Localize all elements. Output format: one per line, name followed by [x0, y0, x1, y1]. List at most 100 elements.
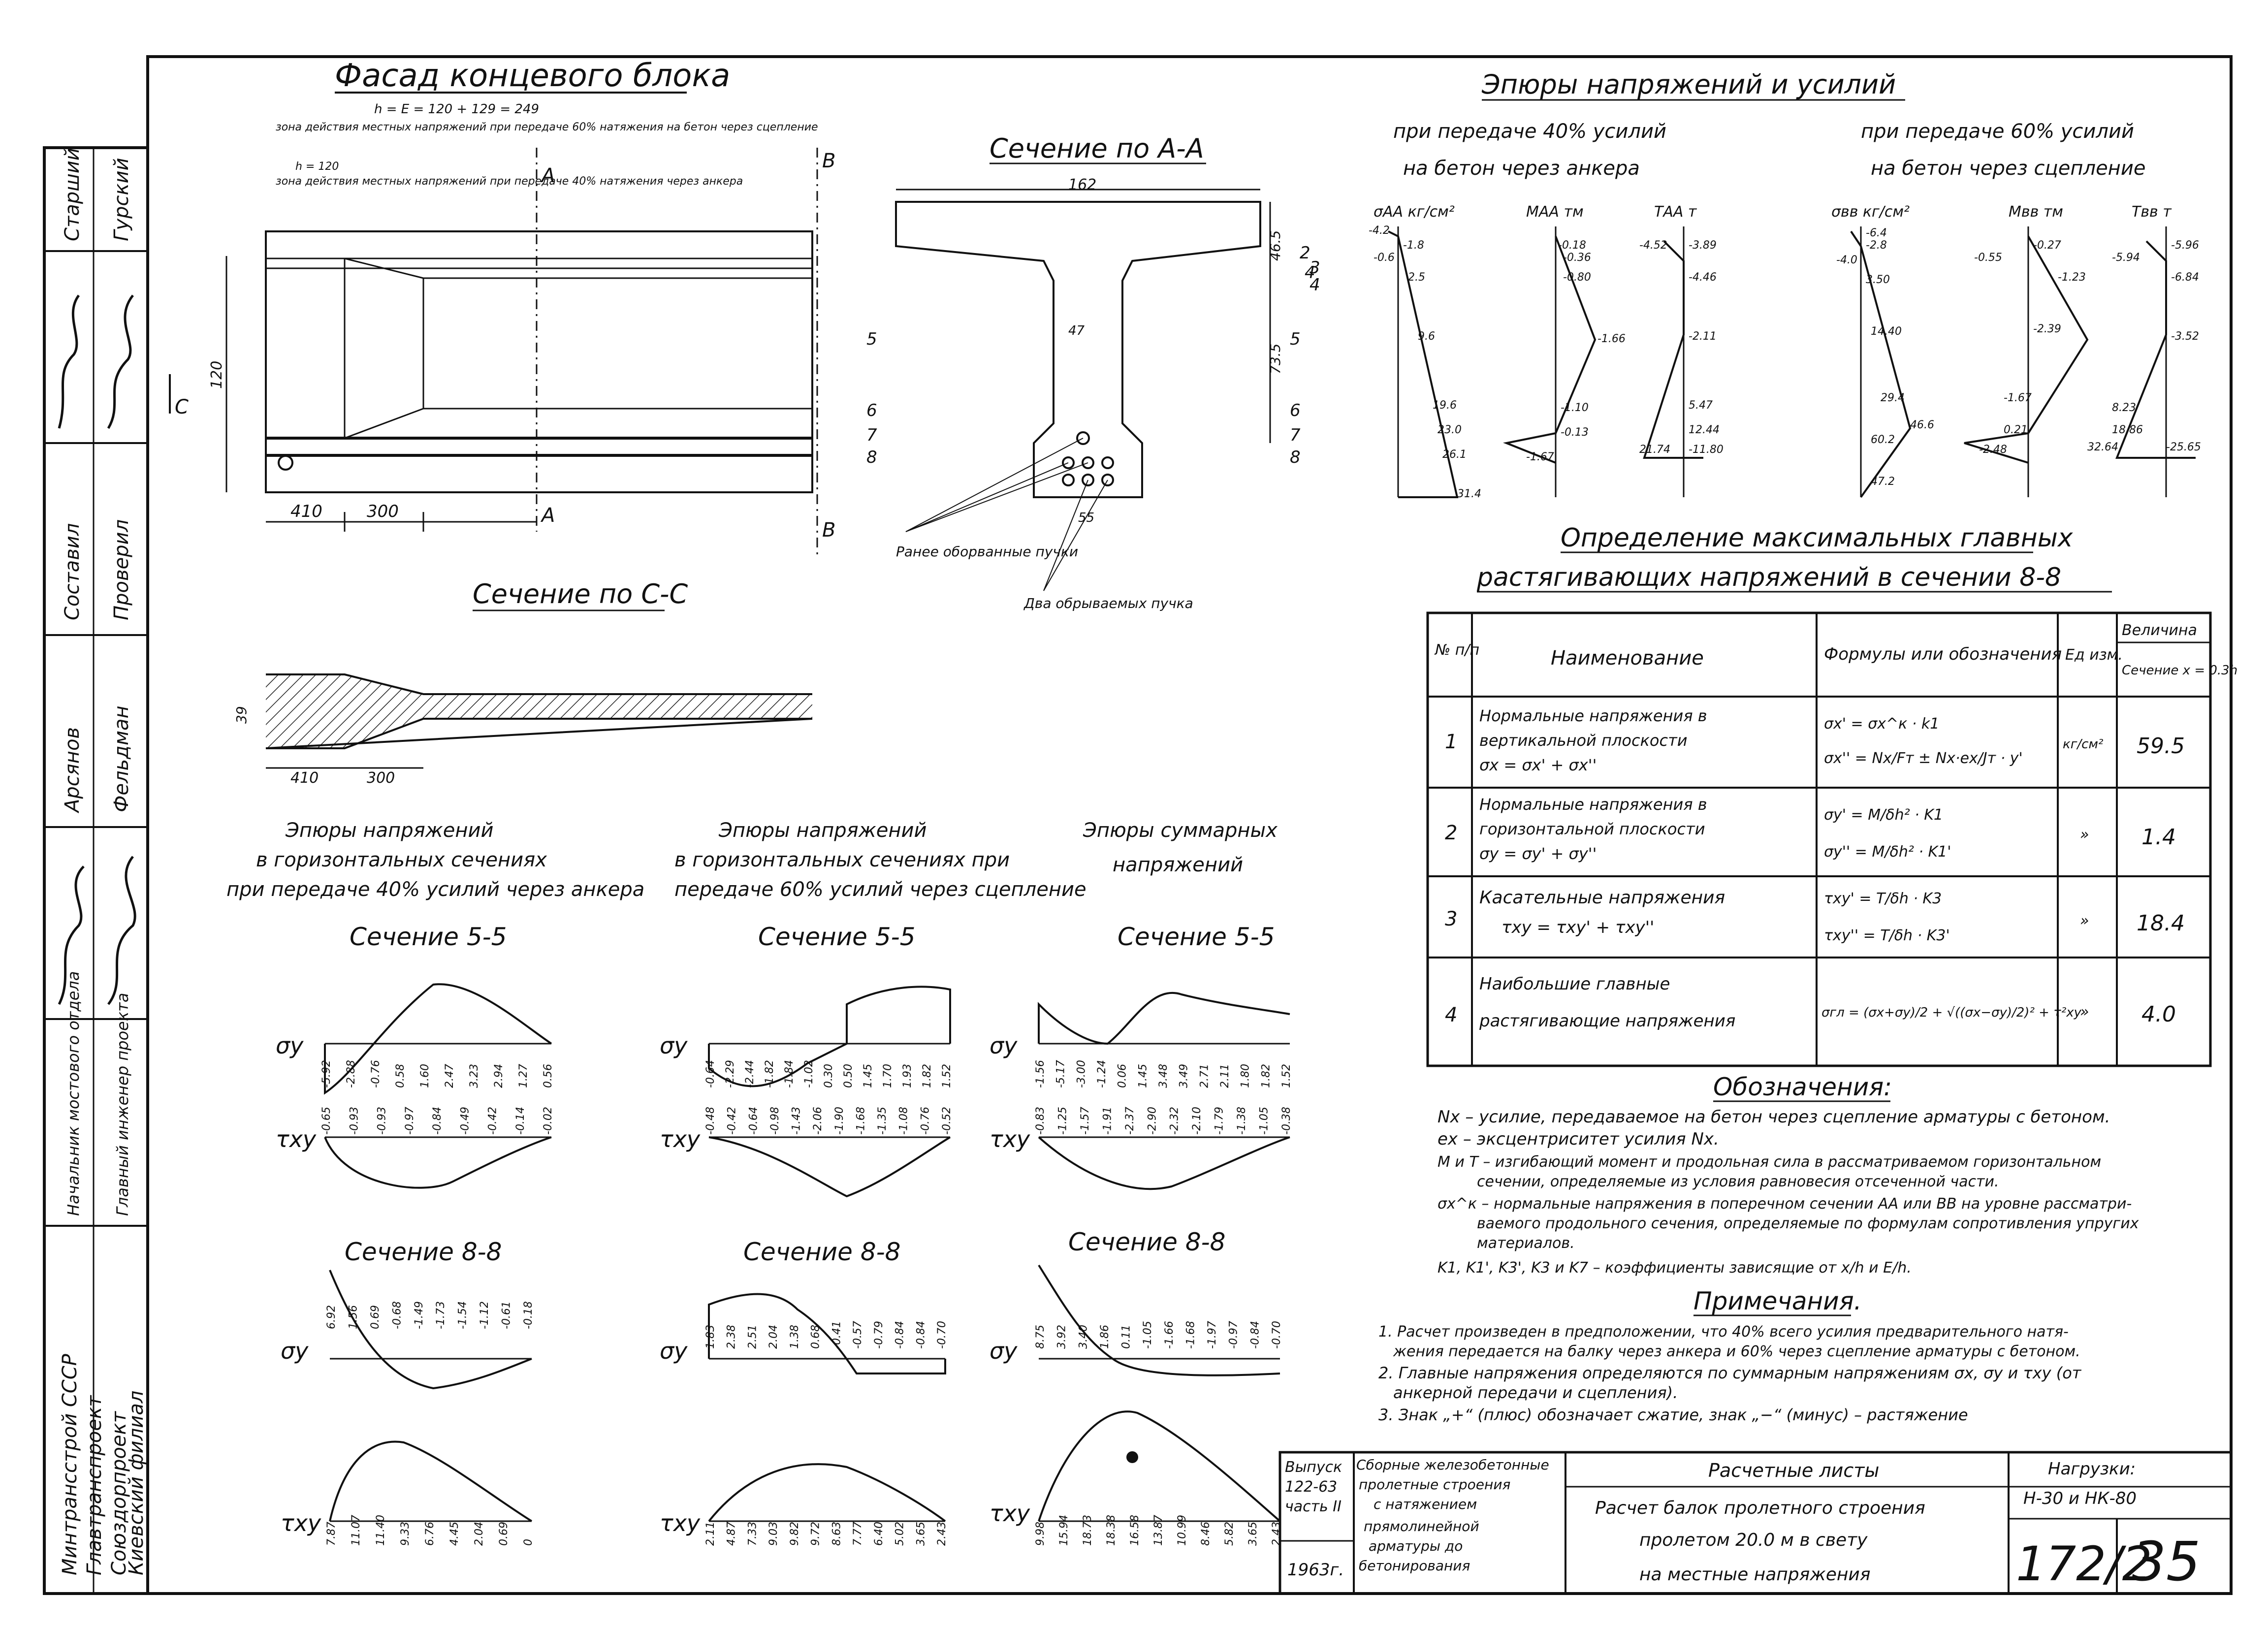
- aa-dim-47: 47: [1068, 323, 1085, 338]
- c3-txy-88: τxy: [990, 1500, 1030, 1527]
- val-t40-5: 5.47: [1689, 399, 1713, 412]
- aa-dim-55: 55: [1078, 511, 1094, 525]
- epure-value-c3_s88-5: -1.05: [1142, 1321, 1154, 1349]
- epure-value-c3_s55-6: 3.48: [1157, 1064, 1170, 1088]
- val-t60-8: -25.65: [2166, 441, 2201, 453]
- epure-value-c3_s55-10: 1.80: [1240, 1064, 1252, 1088]
- epure-value-c3_s88-1: 3.92: [1056, 1325, 1068, 1349]
- epure-value-c2_t88-5: 9.72: [810, 1522, 822, 1546]
- epure-value-c3_t88-1: 15.94: [1058, 1515, 1070, 1546]
- val-m40-7: -1.67: [1526, 451, 1554, 463]
- org-line-3: Союздорпроект: [108, 1410, 130, 1575]
- epure-value-c3_t88-5: 13.87: [1152, 1515, 1165, 1546]
- row2-name-3: σy = σy' + σy'': [1479, 844, 1597, 863]
- stress-top-group: Эпюры напряжений и усилий при передаче 4…: [1290, 69, 2201, 500]
- epure-value-c2_t55-6: -1.90: [833, 1107, 846, 1135]
- epure-value-c1_t55-3: -0.97: [404, 1107, 416, 1135]
- head-s40: σАА кг/см²: [1374, 203, 1455, 221]
- epure-value-c3_s88-0: 8.75: [1034, 1325, 1047, 1349]
- epure-value-c2_s55-10: 1.93: [901, 1064, 914, 1088]
- val-t40-3: -4.46: [1689, 271, 1717, 284]
- table-title-2: растягивающих напряжений в сечении 8-8: [1476, 563, 2061, 592]
- val-s60-9: 47.2: [1871, 476, 1895, 488]
- epure-value-c2_t55-11: -0.52: [941, 1107, 953, 1135]
- row4-name-2: растягивающие напряжения: [1479, 1011, 1735, 1031]
- col3-title-2: напряжений: [1113, 854, 1243, 876]
- val-t60-4: -3.52: [2171, 330, 2199, 343]
- col1-sec55: Сечение 5-5: [350, 923, 507, 951]
- epure-value-c3_t88-7: 8.46: [1200, 1522, 1212, 1546]
- c2-sy-55: σy: [660, 1032, 688, 1059]
- epure-value-c3_s88-9: -0.97: [1228, 1321, 1240, 1349]
- table-title-1: Определение максимальных главных: [1561, 523, 2074, 553]
- val-t60-7: 32.64: [2087, 441, 2118, 453]
- col2-title-2: в горизонтальных сечениях при: [674, 849, 1010, 871]
- row4-value: 4.0: [2141, 1002, 2176, 1027]
- stamp-issue-2: 122-63: [1285, 1478, 1337, 1496]
- epure-value-c2_s55-8: 1.45: [862, 1064, 874, 1088]
- role-senior: Старший: [61, 148, 84, 241]
- epure-value-c3_s55-4: 0.06: [1117, 1064, 1129, 1088]
- epure-value-c3_t88-9: 3.65: [1247, 1522, 1259, 1546]
- epure-value-c1_s55-5: 2.47: [444, 1064, 456, 1088]
- epure-value-c2_s55-3: -1.82: [764, 1060, 776, 1088]
- signature-1: [58, 294, 80, 429]
- val-m60-6: 0.21: [2004, 424, 2028, 436]
- col2-title-3: передаче 60% усилий через сцепление: [674, 878, 1086, 901]
- section-aa: Сечение по А-А 162 46.5 73.5 47 55 Ранее…: [866, 133, 1320, 611]
- row4-name-1: Наибольшие главные: [1479, 974, 1670, 994]
- epure-value-c3_s88-10: -0.84: [1249, 1321, 1261, 1349]
- col1-title-3: при передаче 40% усилий через анкера: [226, 878, 644, 901]
- epure-value-c3_t88-6: 10.99: [1176, 1515, 1188, 1546]
- epure-value-c2_t88-8: 6.40: [873, 1522, 885, 1546]
- stamp-desc-6: бетонирования: [1359, 1558, 1470, 1574]
- epure-value-c1_t55-6: -0.42: [487, 1107, 499, 1135]
- note-line-3: 2. Главные напряжения определяются по су…: [1378, 1364, 2082, 1382]
- notation-line-4: сечении, определяемые из условия равнове…: [1477, 1173, 1999, 1190]
- notation-line-8: K1, K1', K3', K3 и K7 – коэффициенты зав…: [1437, 1259, 1912, 1277]
- row1-formula-2: σx'' = Nx/Fт ± Nx·ex/Jт · y': [1824, 750, 2023, 767]
- epure-value-c3_s88-6: -1.66: [1163, 1321, 1176, 1349]
- top-level-4: 4: [1305, 263, 1315, 283]
- epure-value-c2_t88-10: 3.65: [915, 1522, 927, 1546]
- level-2: 2: [1300, 243, 1310, 263]
- val-m40-5: -1.10: [1561, 402, 1589, 414]
- epure-value-c1_s55-9: 0.56: [542, 1064, 554, 1088]
- epure-value-c1_t88-6: 2.04: [473, 1522, 485, 1546]
- epure-value-c1_t55-5: -0.49: [459, 1107, 471, 1135]
- col2-sec88: Сечение 8-8: [743, 1238, 900, 1266]
- epure-value-c2_s55-1: -2.29: [724, 1060, 736, 1088]
- epure-value-c3_t55-8: -1.79: [1214, 1107, 1226, 1135]
- epure-value-c2_s55-2: -2.44: [744, 1060, 756, 1088]
- epure-value-c1_s55-1: -2.88: [345, 1060, 357, 1088]
- epure-value-c3_s55-8: 2.71: [1198, 1064, 1211, 1088]
- section-aa-title: Сечение по А-А: [990, 133, 1204, 164]
- epure-value-c3_t55-11: -0.38: [1280, 1107, 1293, 1135]
- val-s40-2: -0.6: [1374, 252, 1395, 264]
- aa-dim-162: 162: [1068, 176, 1096, 193]
- sub60-line1: при передаче 60% усилий: [1861, 120, 2134, 143]
- col1-title-2: в горизонтальных сечениях: [256, 849, 547, 871]
- stamp-issue-3: часть II: [1285, 1498, 1342, 1515]
- th-name: Наименование: [1551, 647, 1704, 670]
- stamp-loads-2: Н-30 и НК-80: [2023, 1489, 2137, 1508]
- epure-value-c3_s55-7: 3.49: [1178, 1064, 1190, 1088]
- c3-sy-88: σy: [990, 1338, 1018, 1364]
- col1-title-1: Эпюры напряжений: [285, 819, 494, 842]
- epure-value-c2_s88-2: 2.51: [746, 1325, 759, 1349]
- epure-value-c2_t55-7: -1.68: [855, 1107, 867, 1135]
- val-m40-2: -0.36: [1563, 252, 1591, 264]
- val-m40-4: -1.66: [1597, 333, 1626, 345]
- epure-value-c3_t55-6: -2.32: [1169, 1107, 1181, 1135]
- epure-value-c2_s88-4: 1.38: [789, 1325, 801, 1349]
- epure-value-c3_t88-3: 18.38: [1105, 1515, 1118, 1546]
- epure-value-c3_t55-10: -1.05: [1258, 1107, 1271, 1135]
- name-feldman: Фельдман: [110, 705, 133, 812]
- epure-value-c1_s55-6: 3.23: [468, 1064, 480, 1088]
- stamp-main-1: Расчет балок пролетного строения: [1595, 1498, 1925, 1518]
- notes-block: Примечания. 1. Расчет произведен в предп…: [1378, 1287, 2082, 1424]
- epure-value-c2_s88-11: -0.70: [936, 1321, 948, 1349]
- c1-txy-55: τxy: [276, 1126, 317, 1152]
- epure-value-c3_s55-0: -1.56: [1034, 1060, 1047, 1088]
- th-num: № п/п: [1434, 641, 1479, 659]
